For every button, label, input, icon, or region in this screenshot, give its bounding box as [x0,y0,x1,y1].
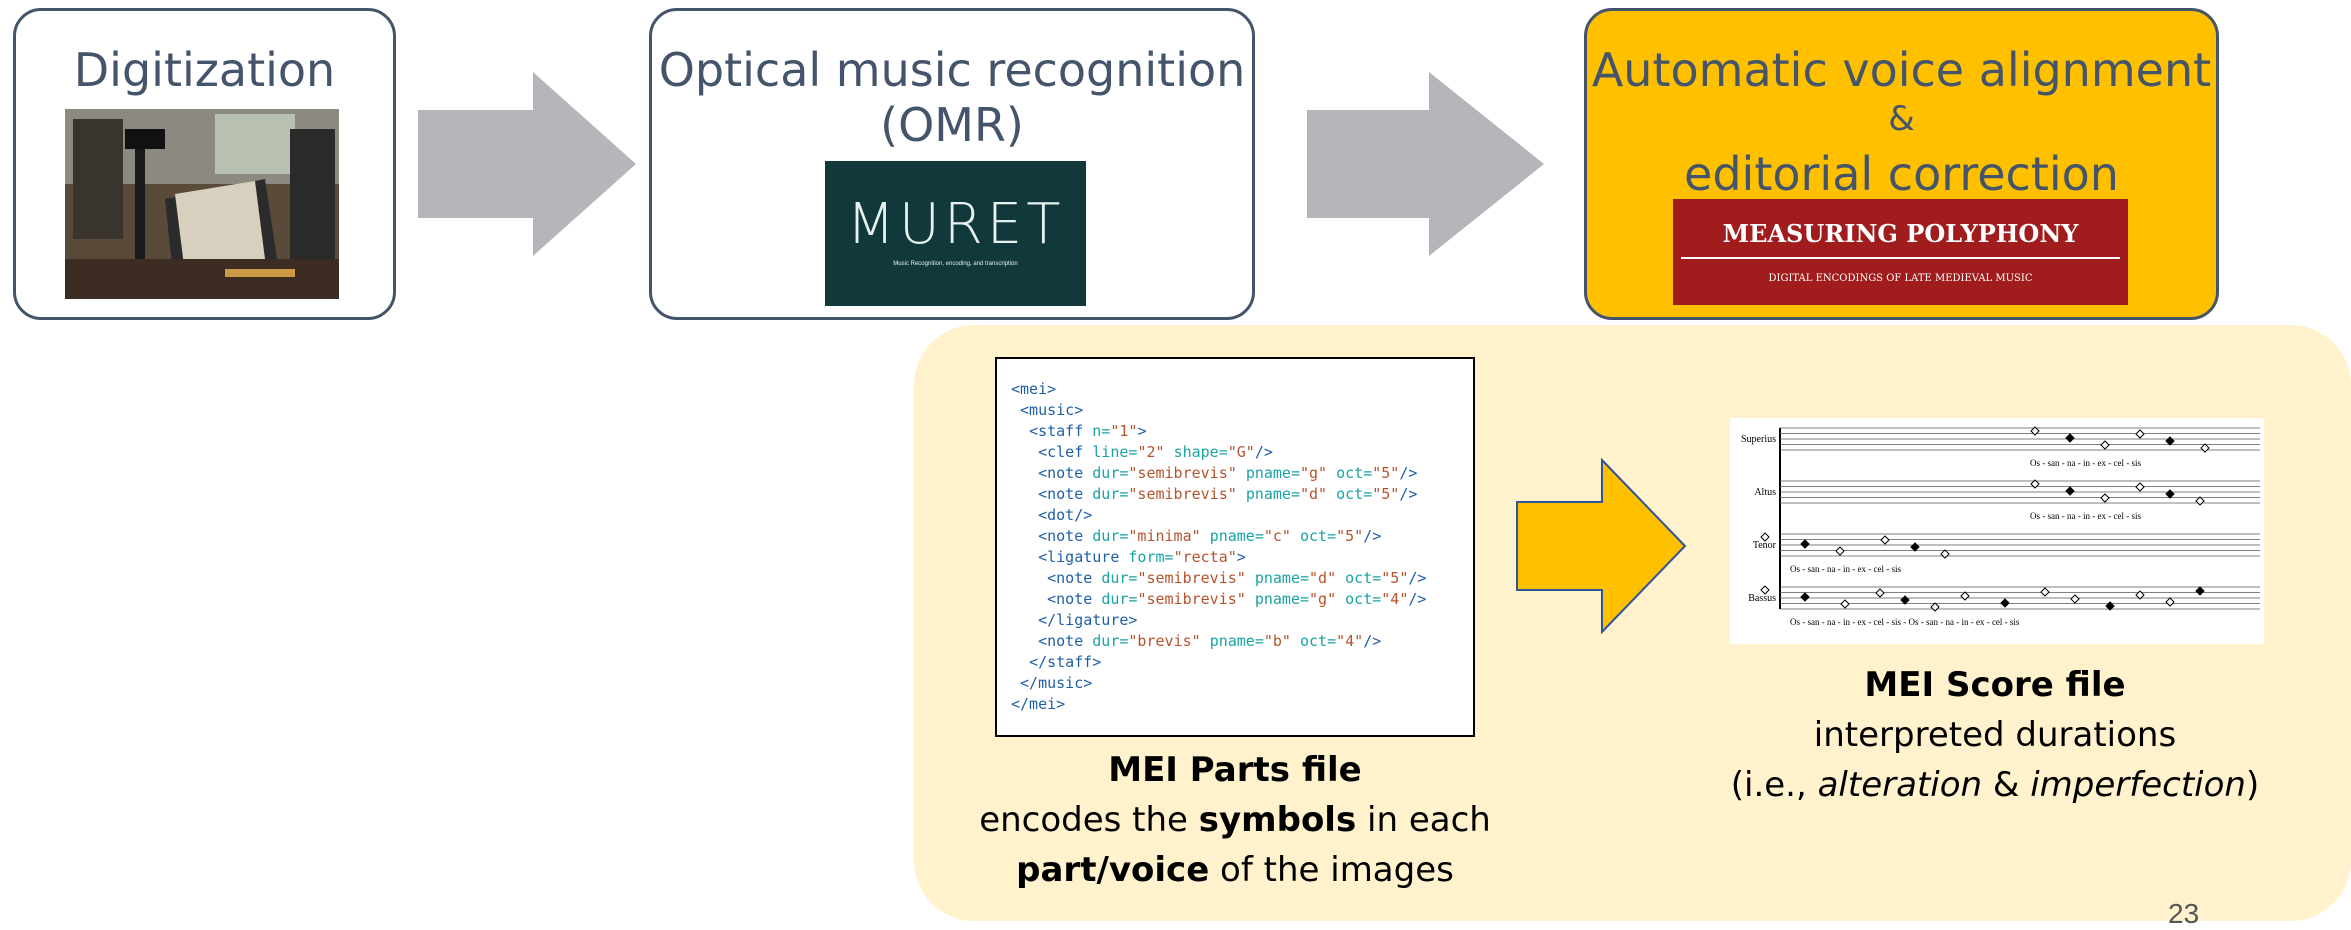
score-note [1800,539,1810,549]
score-note [1840,599,1850,609]
alignment-title-line2: & [1888,99,1915,139]
alignment-title-line1: Automatic voice alignment [1591,43,2212,97]
gray-arrow-1 [418,72,636,256]
omr-box: Optical music recognition (OMR) MURET Mu… [649,8,1255,320]
omr-title-line2: (OMR) [880,98,1024,152]
voice-label: Tenor [1753,540,1777,551]
score-note [2065,433,2075,443]
score-note [1760,532,1770,542]
score-note [1800,592,1810,602]
score-note [2000,598,2010,608]
code-line: </music> [1020,674,1093,692]
code-line: <note dur="brevis" pname="b" oct="4"/> [1038,632,1382,650]
page-number: 23 [2168,898,2200,929]
score-note [1900,595,1910,605]
digitization-title: Digitization [73,43,336,97]
score-caption-l3e: ) [2245,765,2260,805]
alignment-box: Automatic voice alignment & editorial co… [1584,8,2219,320]
gray-arrow-2 [1307,72,1544,256]
parts-caption-l3b: of the images [1209,850,1454,890]
mei-score-image: Superius Os - san - na - in - ex - cel - … [1730,418,2264,644]
score-caption-title: MEI Score file [1864,665,2126,705]
score-note [2100,440,2110,450]
omr-title-line1: Optical music recognition [658,43,1246,97]
code-line: <music> [1020,401,1084,419]
score-note [1930,602,1940,612]
score-note [2040,587,2050,597]
voice-label: Bassus [1748,593,1776,604]
score-note [2100,493,2110,503]
score-caption-l3a: (i.e., [1730,765,1818,805]
score-note [1875,588,1885,598]
score-caption: MEI Score file interpreted durations (i.… [1690,660,2300,810]
muret-logo: MURET Music Recognition, encoding, and t… [825,161,1086,306]
code-line: </staff> [1029,653,1102,671]
score-note [2135,482,2145,492]
score-note [1760,585,1770,595]
parts-caption-l2a: encodes the [979,800,1199,840]
score-note [2135,590,2145,600]
score-note [2065,486,2075,496]
score-caption-l3c: & [1982,765,2031,805]
parts-caption: MEI Parts file encodes the symbols in ea… [950,745,1520,895]
yellow-arrow [1516,458,1687,634]
score-note [2195,496,2205,506]
code-line: <ligature form="recta"> [1038,548,1246,566]
code-line: <clef line="2" shape="G"/> [1038,443,1273,461]
muret-logo-text: MURET [846,192,1065,257]
score-note [1880,535,1890,545]
code-line: <note dur="semibrevis" pname="d" oct="5"… [1047,569,1427,587]
score-note [1960,591,1970,601]
parts-caption-l2b: symbols [1198,800,1357,840]
score-note [2070,594,2080,604]
code-line: <mei> [1011,380,1057,398]
measuring-polyphony-title: MEASURING POLYPHONY [1722,219,2079,248]
code-line: <note dur="semibrevis" pname="g" oct="5"… [1038,464,1418,482]
code-line: <note dur="semibrevis" pname="g" oct="4"… [1047,590,1427,608]
code-line: <staff n="1"> [1029,422,1147,440]
code-line: </ligature> [1038,611,1138,629]
score-note [2105,601,2115,611]
digitization-box: Digitization [13,8,396,320]
score-note [2200,443,2210,453]
score-note [2195,586,2205,596]
score-note [1910,542,1920,552]
muret-logo-subtitle: Music Recognition, encoding, and transcr… [893,261,1018,267]
score-caption-l3d: imperfection [2030,765,2246,805]
measuring-polyphony-subtitle: DIGITAL ENCODINGS OF LATE MEDIEVAL MUSIC [1768,273,2033,284]
lyric-line: Os - san - na - in - ex - cel - sis - Os… [1790,617,2020,627]
score-note [2165,436,2175,446]
score-note [2030,426,2040,436]
measuring-polyphony-logo: MEASURING POLYPHONY DIGITAL ENCODINGS OF… [1673,199,2128,305]
score-note [2135,429,2145,439]
parts-caption-l3a: part/voice [1016,850,1210,890]
score-note [2165,597,2175,607]
score-note [1835,546,1845,556]
parts-caption-title: MEI Parts file [1108,750,1362,790]
score-note [2165,489,2175,499]
code-line: <note dur="semibrevis" pname="d" oct="5"… [1038,485,1418,503]
lyric-line: Os - san - na - in - ex - cel - sis [2030,511,2141,521]
score-note [1940,549,1950,559]
parts-caption-l2c: in each [1356,800,1491,840]
code-line: <note dur="minima" pname="c" oct="5"/> [1038,527,1382,545]
voice-label: Altus [1754,487,1776,498]
score-caption-l2: interpreted durations [1813,715,2177,755]
score-note [2030,479,2040,489]
mei-parts-code: <mei> <music> <staff n="1"> <clef line="… [995,357,1475,737]
lyric-line: Os - san - na - in - ex - cel - sis [1790,564,1901,574]
alignment-title-line3: editorial correction [1684,147,2119,201]
voice-label: Superius [1741,434,1776,445]
logo-divider [1681,257,2120,259]
code-line: <dot/> [1038,506,1093,524]
digitization-photo [65,109,339,299]
lyric-line: Os - san - na - in - ex - cel - sis [2030,458,2141,468]
score-caption-l3b: alteration [1817,765,1983,805]
code-line: </mei> [1011,695,1066,713]
